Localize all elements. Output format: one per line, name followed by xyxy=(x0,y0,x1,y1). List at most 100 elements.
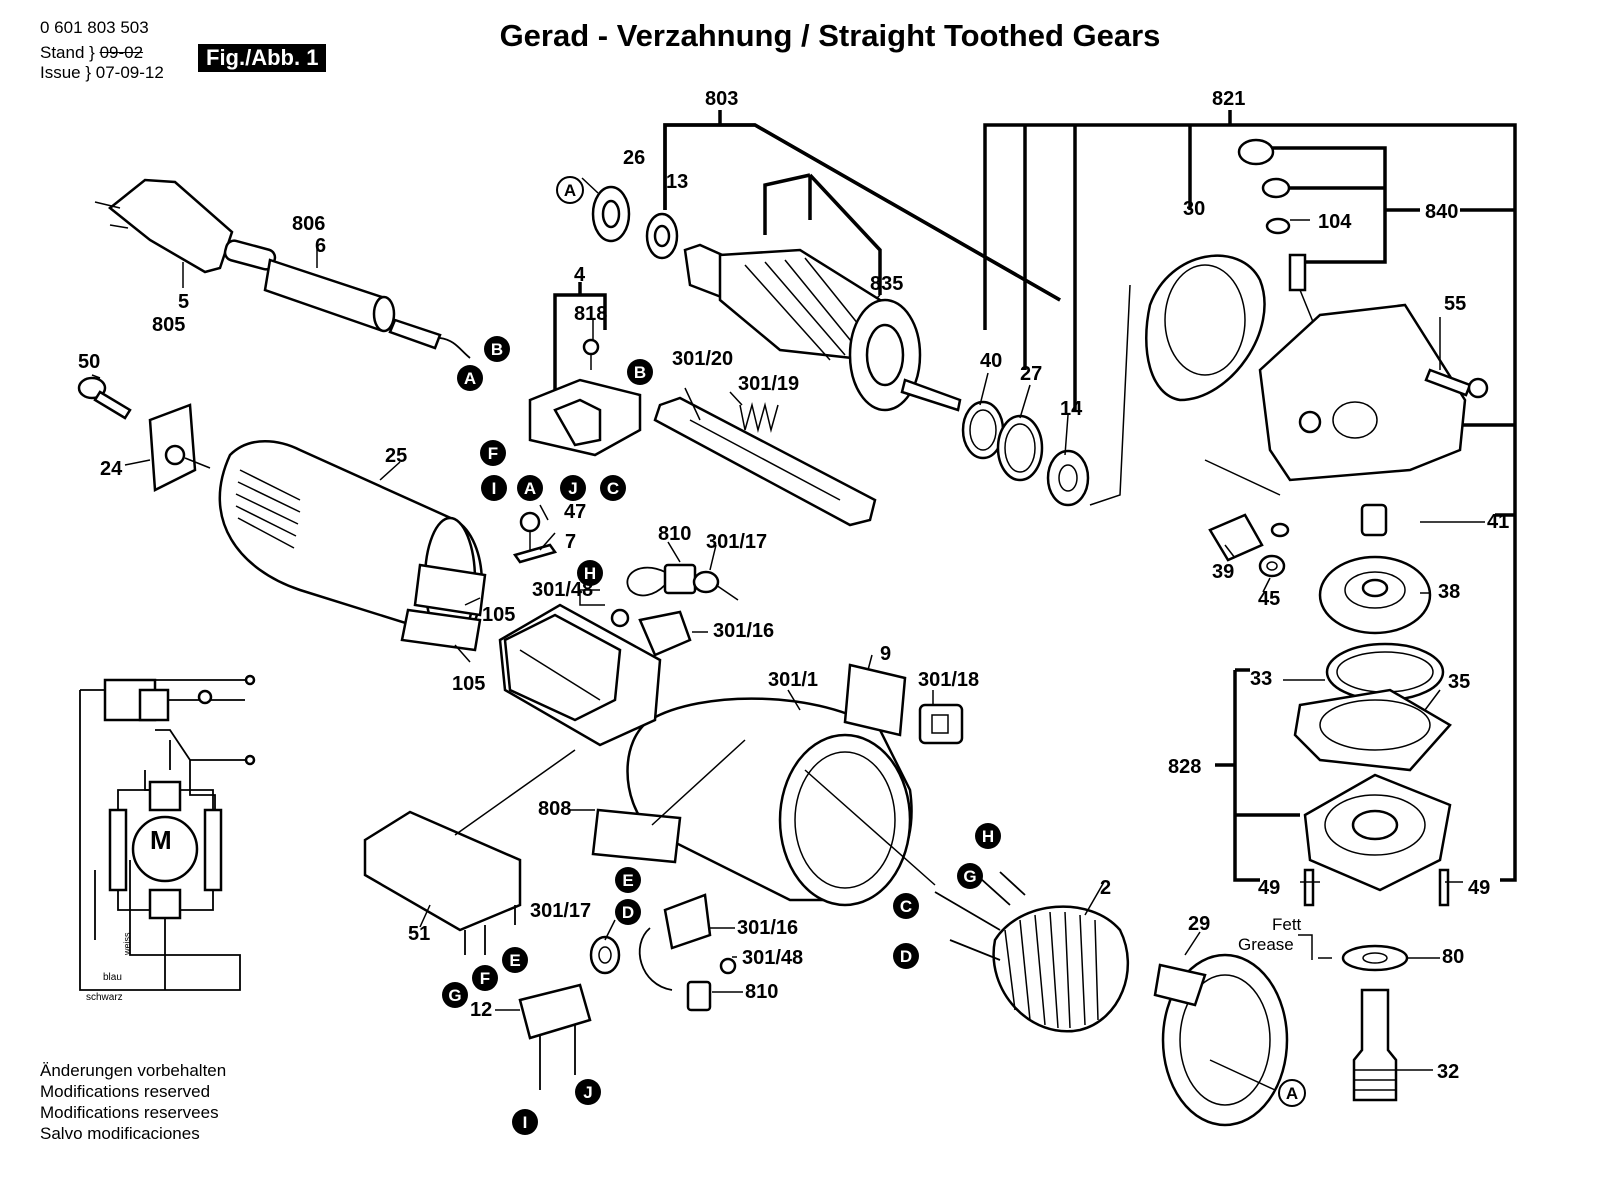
label-105-lower: 105 xyxy=(452,673,485,695)
flange-30 xyxy=(1089,254,1266,506)
field-coil-2 xyxy=(934,871,1130,1033)
pinion-39 xyxy=(1204,459,1290,562)
bracket-840 xyxy=(1260,146,1420,264)
label-301-1: 301/1 xyxy=(768,669,818,691)
callout-j-capacitor: J xyxy=(575,1079,601,1105)
bracket-4 xyxy=(553,282,607,400)
wiring-diagram xyxy=(79,674,256,991)
label-301-16-lower: 301/16 xyxy=(737,917,798,939)
label-810-lower: 810 xyxy=(745,981,778,1003)
label-26: 26 xyxy=(623,147,645,169)
svg-text:G: G xyxy=(448,986,461,1005)
wire-label-white: weiss xyxy=(122,932,132,956)
label-2: 2 xyxy=(1100,877,1111,899)
bracket-821 xyxy=(983,110,1517,882)
svg-text:G: G xyxy=(963,867,976,886)
capacitor-12 xyxy=(518,983,592,1090)
wire-label-black: schwarz xyxy=(86,992,123,1003)
slider-301-20 xyxy=(653,396,877,527)
callout-b-cord: B xyxy=(484,336,510,362)
clip-7 xyxy=(512,543,558,564)
revision-block: Stand } 09-02 Issue } 07-09-12 xyxy=(40,43,164,83)
page-title: Gerad - Verzahnung / Straight Toothed Ge… xyxy=(499,18,1161,53)
label-35: 35 xyxy=(1448,671,1470,693)
label-835: 835 xyxy=(870,273,903,295)
bearing-13 xyxy=(645,212,679,260)
label-41: 41 xyxy=(1487,511,1509,533)
switch-assembly-4 xyxy=(528,338,642,457)
callout-a-armature: A xyxy=(556,176,584,204)
callout-a-fan-guide: A xyxy=(1278,1079,1306,1107)
label-301-48-upper: 301/48 xyxy=(532,579,593,601)
brush-810-upper xyxy=(626,563,697,597)
callout-g-switch-module: G xyxy=(442,982,468,1008)
armature-835 xyxy=(683,243,962,412)
callout-j-switch: J xyxy=(560,475,586,501)
label-805: 805 xyxy=(152,314,185,336)
spring-301-17-lower xyxy=(589,935,621,975)
svg-text:J: J xyxy=(568,479,577,498)
modifications-line-fr: Modifications reservees xyxy=(40,1103,219,1122)
label-828: 828 xyxy=(1168,756,1201,778)
spindle-32 xyxy=(1352,988,1398,1102)
label-50: 50 xyxy=(78,351,100,373)
label-49-right: 49 xyxy=(1468,877,1490,899)
leader-lines xyxy=(91,177,1485,1071)
label-301-20: 301/20 xyxy=(672,348,733,370)
screw-301-48-lower xyxy=(719,957,737,975)
label-13: 13 xyxy=(666,171,688,193)
callout-f-switch: F xyxy=(480,440,506,466)
stand-line: Stand } 09-02 xyxy=(40,43,144,62)
label-104: 104 xyxy=(1318,211,1352,233)
label-38: 38 xyxy=(1438,581,1460,603)
label-803: 803 xyxy=(705,88,738,110)
switch-module-51 xyxy=(363,749,576,955)
label-80: 80 xyxy=(1442,946,1464,968)
stand-label: Stand xyxy=(40,43,85,62)
modifications-note: Änderungen vorbehalten Modifications res… xyxy=(40,1060,226,1144)
svg-text:E: E xyxy=(509,951,520,970)
label-55: 55 xyxy=(1444,293,1466,315)
label-47: 47 xyxy=(564,501,586,523)
grease-pointer xyxy=(1298,934,1332,960)
bevel-gear-38 xyxy=(1318,555,1432,635)
label-806: 806 xyxy=(292,213,325,235)
wire-label-blue: blau xyxy=(103,972,122,983)
bearing-41 xyxy=(1360,503,1388,537)
modifications-line-es: Salvo modificaciones xyxy=(40,1124,200,1143)
label-40: 40 xyxy=(980,350,1002,372)
label-27: 27 xyxy=(1020,363,1042,385)
label-45: 45 xyxy=(1258,588,1280,610)
label-301-17-upper: 301/17 xyxy=(706,531,767,553)
brush-holder-301-16-upper xyxy=(610,608,692,657)
label-301-17-lower: 301/17 xyxy=(530,900,591,922)
label-29: 29 xyxy=(1188,913,1210,935)
callout-i-capacitor: I xyxy=(512,1109,538,1135)
label-14: 14 xyxy=(1060,398,1083,420)
svg-text:D: D xyxy=(622,903,634,922)
label-6: 6 xyxy=(315,235,326,257)
power-plug xyxy=(94,178,277,274)
callout-e-brush: E xyxy=(615,867,641,893)
svg-text:I: I xyxy=(492,479,497,498)
svg-text:H: H xyxy=(584,564,596,583)
callout-c-coil: C xyxy=(893,893,919,919)
nut-45 xyxy=(1258,554,1286,578)
housing-base-105 xyxy=(503,613,622,722)
modifications-line-de: Änderungen vorbehalten xyxy=(40,1061,227,1080)
svg-text:A: A xyxy=(524,479,536,498)
label-840: 840 xyxy=(1425,201,1458,223)
callout-d-brush: D xyxy=(615,899,641,925)
housing-cover-25 xyxy=(218,440,487,652)
switch-knob-301-18 xyxy=(918,703,964,745)
label-9: 9 xyxy=(880,643,891,665)
callout-h-coil: H xyxy=(975,823,1001,849)
callout-f-switch-module: F xyxy=(472,965,498,991)
svg-text:B: B xyxy=(634,363,646,382)
flange-35 xyxy=(1293,688,1452,772)
ring-27 xyxy=(996,414,1044,482)
label-301-19: 301/19 xyxy=(738,373,799,395)
bearing-14 xyxy=(1046,449,1090,507)
svg-text:A: A xyxy=(1286,1084,1298,1103)
label-821: 821 xyxy=(1212,88,1245,110)
